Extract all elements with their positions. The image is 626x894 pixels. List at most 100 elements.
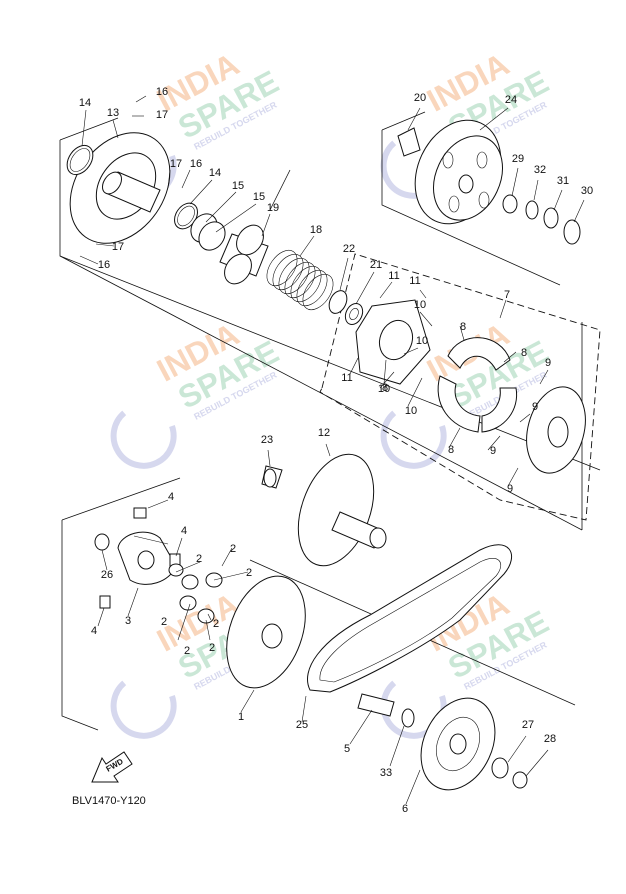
- leader-line: [349, 709, 373, 745]
- leader-lines: [79, 95, 585, 805]
- leader-line: [383, 359, 387, 385]
- part-12-sliding-sheave: [297, 453, 387, 567]
- leader-line: [507, 467, 519, 487]
- callout-number: 10: [414, 299, 426, 311]
- leader-line: [533, 179, 539, 201]
- callout-number: 17: [170, 158, 182, 170]
- callout-number: 4: [181, 525, 187, 537]
- leader-line: [487, 435, 501, 451]
- spring-coil: [302, 273, 334, 311]
- spring-coil: [278, 257, 310, 295]
- callout-number: 3: [125, 615, 131, 627]
- forward-direction-arrow: FWD: [91, 751, 133, 783]
- leader-line: [459, 325, 465, 341]
- part-13-secondary-sheave: [69, 132, 171, 244]
- leader-line: [112, 119, 119, 139]
- part-4-slider-c: [99, 595, 111, 609]
- callout-number: 16: [98, 259, 110, 271]
- leader-line: [389, 725, 405, 767]
- part-5-collar: [357, 693, 395, 717]
- part-clutch-carrier: [526, 386, 586, 474]
- callout-number: 2: [230, 543, 236, 555]
- part-4-slider-a: [133, 507, 147, 519]
- leader-line: [525, 749, 549, 777]
- leader-line: [419, 289, 427, 299]
- leader-line: [511, 167, 519, 197]
- callout-number: 1: [238, 711, 244, 723]
- diagram-code: BLV1470-Y120: [72, 795, 146, 807]
- leader-line: [81, 109, 87, 147]
- part-18-compression-spring: [266, 249, 334, 311]
- callout-number: 33: [380, 767, 392, 779]
- part-30-nut: [563, 219, 581, 245]
- part-14-o-ring: [66, 144, 94, 176]
- leader-line: [449, 427, 461, 447]
- leader-line: [419, 311, 433, 327]
- callout-number: 17: [156, 109, 168, 121]
- leader-line: [127, 587, 139, 617]
- part-28-nut: [512, 771, 528, 789]
- callout-number: 14: [79, 97, 91, 109]
- callout-number: 2: [196, 553, 202, 565]
- part-33-washer: [401, 708, 415, 728]
- spring-coil: [290, 265, 322, 303]
- callout-number: 10: [378, 383, 390, 395]
- watermark-logo-icon: [110, 410, 177, 469]
- part-24-clutch-housing: [414, 119, 503, 225]
- callout-number: 11: [388, 270, 399, 282]
- callout-number: 9: [532, 401, 538, 413]
- callout-number: 2: [161, 616, 167, 628]
- callout-number: 12: [318, 427, 330, 439]
- leader-line: [215, 203, 257, 233]
- callout-number: 26: [101, 569, 113, 581]
- callout-number: 19: [267, 202, 279, 214]
- leader-line: [175, 537, 183, 557]
- callout-number: 15: [232, 180, 244, 192]
- leader-line: [167, 169, 171, 189]
- leader-line: [519, 413, 531, 423]
- callout-number: 9: [545, 357, 551, 369]
- part-22-circlip: [328, 290, 348, 314]
- leader-line: [147, 499, 169, 509]
- spring-coil: [272, 253, 304, 291]
- callout-number: 6: [402, 803, 408, 815]
- leader-line: [407, 377, 423, 407]
- callout-number: 7: [504, 289, 510, 301]
- callout-number: 22: [343, 243, 355, 255]
- callout-number: 11: [341, 372, 352, 384]
- callout-number: 18: [310, 224, 322, 236]
- leader-line: [301, 695, 307, 723]
- leader-line: [503, 351, 517, 363]
- callout-number: 28: [544, 733, 556, 745]
- part-3-cam: [117, 531, 177, 585]
- callout-number: 8: [460, 321, 466, 333]
- leader-line: [403, 347, 419, 355]
- watermark-logo-icon: [110, 680, 177, 739]
- leader-line: [355, 271, 375, 305]
- part-23-bearing: [261, 465, 283, 489]
- part-31-bearing: [543, 207, 559, 229]
- callout-number: 16: [190, 158, 202, 170]
- leader-line: [101, 549, 108, 571]
- leader-line: [299, 235, 315, 257]
- leader-line: [507, 735, 527, 763]
- leader-line: [379, 281, 393, 299]
- leader-line: [177, 603, 191, 641]
- part-15-seal-2: [198, 221, 226, 251]
- part-8-clutch-shoes: [437, 337, 518, 433]
- leader-line: [407, 107, 421, 131]
- callout-number: 5: [344, 743, 350, 755]
- callout-number: 8: [521, 347, 527, 359]
- leader-line: [339, 257, 349, 291]
- leader-line: [553, 189, 563, 211]
- leader-line: [405, 769, 421, 805]
- callout-number: 30: [581, 185, 593, 197]
- callout-number: 14: [209, 167, 221, 179]
- leader-line: [349, 357, 359, 375]
- callout-number: 13: [107, 107, 119, 119]
- callout-number: 25: [296, 719, 308, 731]
- callout-number: 2: [213, 618, 219, 630]
